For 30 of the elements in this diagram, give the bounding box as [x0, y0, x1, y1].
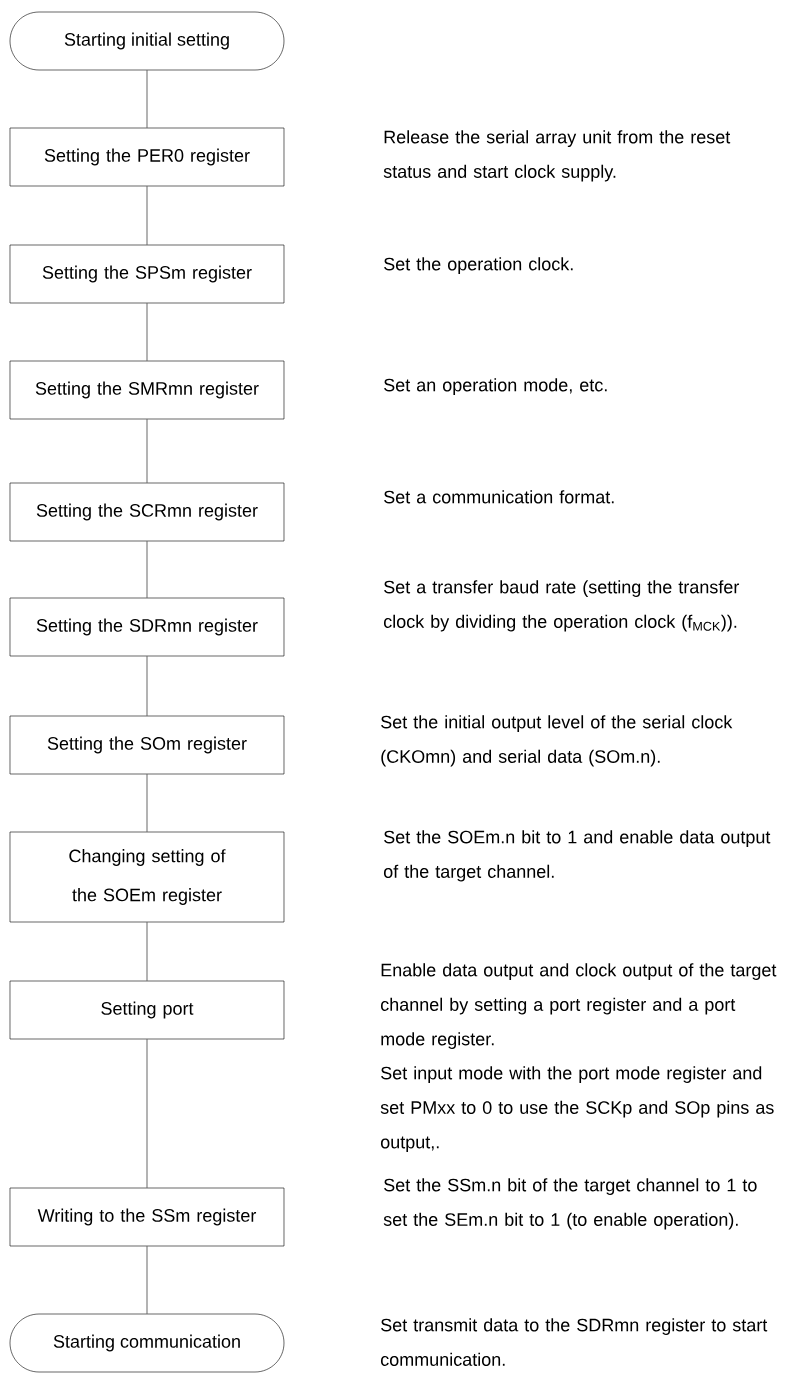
process-box: Setting the SDRmn register: [9, 597, 285, 657]
connector-line: [146, 70, 148, 128]
step-description: Release the serial array unit from the reset status and start clock supply.: [383, 130, 731, 182]
connector-line: [146, 419, 148, 483]
connector-line: [146, 303, 148, 361]
process-box: Setting the SPSm register: [9, 244, 285, 304]
process-box: Changing setting of the SOEm register: [9, 831, 285, 923]
step-description: Set input mode with the port mode register and set PMxx to 0 to use the SCKp and SOp pins as output,.: [380, 1066, 774, 1152]
connector-line: [146, 774, 148, 832]
step-description: Set transmit data to the SDRmn register to start communication.: [380, 1318, 768, 1366]
step-description: Set a transfer baud rate (setting the transfer clock by dividing the operation clock (f$_{MCK}$)).: [383, 580, 740, 632]
process-box: Setting the PER0 register: [9, 127, 285, 187]
connector-line: [146, 922, 148, 981]
step-description: Enable data output and clock output of the target channel by setting a port register and a port mode register.: [380, 963, 777, 1049]
step-description: Set the SSm.n bit of the target channel to 1 to set the SEm.n bit to 1 (to enable operation).: [383, 1178, 757, 1230]
connector-line: [146, 186, 148, 245]
connector-line: [146, 541, 148, 598]
process-box: Setting the SCRmn register: [9, 482, 285, 542]
step-description: Set the SOEm.n bit to 1 and enable data output of the target channel.: [383, 830, 771, 882]
process-box: Setting the SOm register: [9, 715, 285, 775]
step-description: Set the operation clock.: [384, 257, 573, 274]
process-box: Setting the SMRmn register: [9, 360, 285, 420]
connector-line: [146, 1246, 148, 1314]
connector-line: [146, 1039, 148, 1188]
connector-line: [146, 656, 148, 716]
process-box: Writing to the SSm register: [9, 1187, 285, 1247]
process-box: Setting port: [9, 980, 285, 1040]
step-description: Set the initial output level of the serial clock (CKOmn) and serial data (SOm.n).: [381, 715, 733, 767]
step-description: Set an operation mode, etc.: [384, 378, 607, 395]
step-description: Set a communication format.: [384, 490, 614, 504]
